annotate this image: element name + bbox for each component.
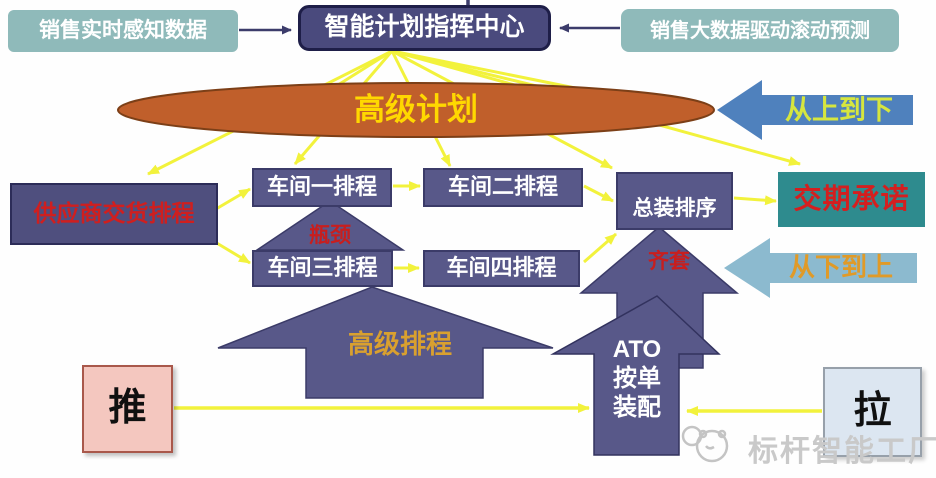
node-sales-bigdata-forecast: 销售大数据驱动滚动预测 (621, 9, 899, 52)
node-workshop1: 车间一排程 (252, 168, 392, 207)
box-connectors (214, 181, 777, 273)
node-final-assembly-sequencing: 总装排序 (616, 172, 733, 230)
node-workshop4: 车间四排程 (423, 250, 580, 287)
node-supplier-delivery: 供应商交货排程 (10, 183, 218, 245)
node-push: 推 (82, 365, 173, 453)
top-down-arrow (717, 80, 913, 140)
node-pull: 拉 (823, 367, 922, 457)
bottleneck-triangle (254, 200, 406, 251)
node-command-center: 智能计划指挥中心 (298, 5, 551, 51)
advanced-scheduling-arrow (217, 286, 554, 399)
watermark-logo-icon (681, 425, 729, 463)
ato-arrow (550, 295, 721, 456)
bottom-up-arrow (724, 238, 917, 298)
node-sales-realtime-data: 销售实时感知数据 (8, 10, 238, 52)
node-delivery-promise: 交期承诺 (778, 172, 925, 227)
node-workshop3: 车间三排程 (252, 250, 393, 287)
push-pull-lines (174, 403, 822, 416)
node-workshop2: 车间二排程 (423, 168, 583, 207)
advanced-planning-ellipse (117, 82, 715, 138)
watermark-text: 标杆智能工厂 (748, 435, 936, 468)
